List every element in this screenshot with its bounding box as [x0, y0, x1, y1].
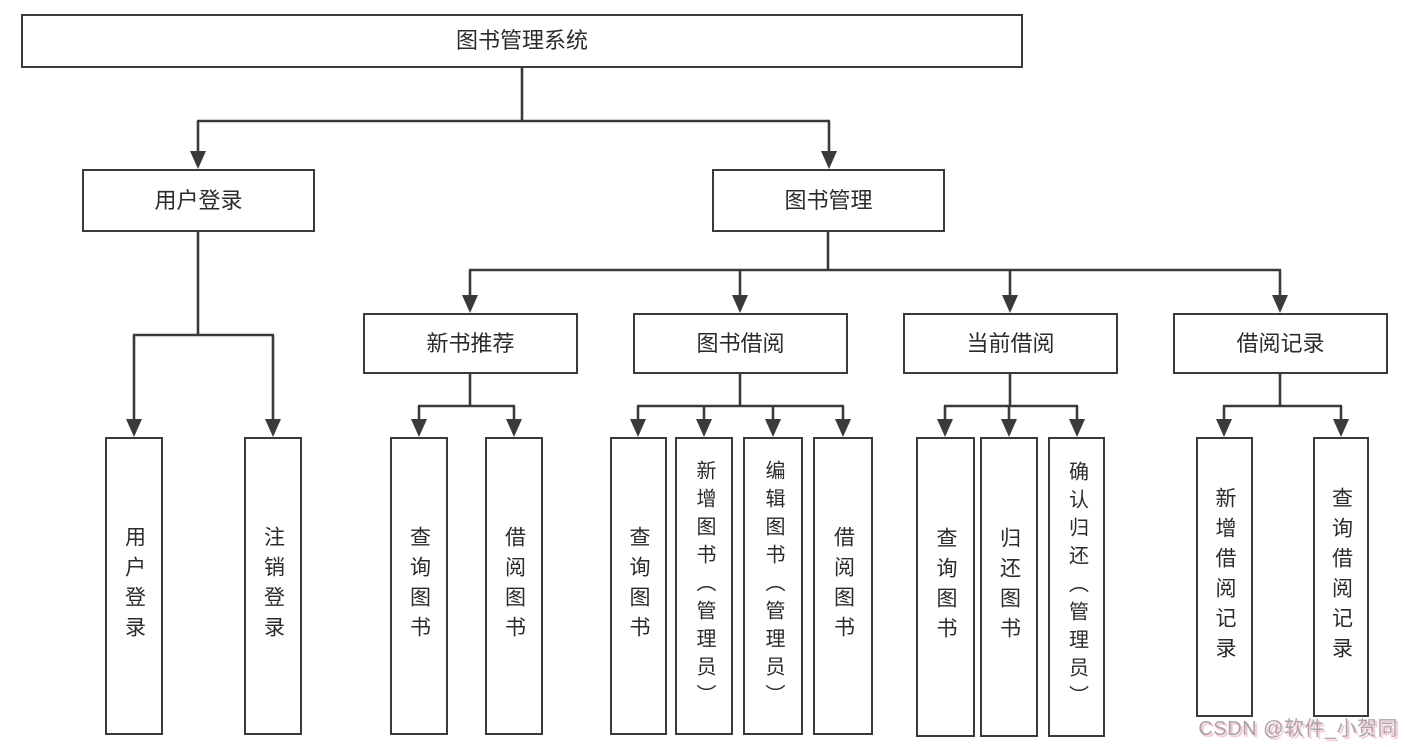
- leaf-add-book-admin: 新增图书（管理员）: [675, 437, 733, 735]
- leaf-edit-book-admin: 编辑图书（管理员）: [743, 437, 803, 735]
- leaf-query-borrow-record: 查询借阅记录: [1313, 437, 1369, 717]
- leaf-query-book-rec: 查询图书: [390, 437, 448, 735]
- leaf-confirm-return-admin: 确认归还（管理员）: [1048, 437, 1105, 737]
- node-borrow-records: 借阅记录: [1173, 313, 1388, 374]
- node-new-book-rec: 新书推荐: [363, 313, 578, 374]
- leaf-query-book-borrow: 查询图书: [610, 437, 667, 735]
- node-user-login: 用户登录: [82, 169, 315, 232]
- leaf-add-borrow-record: 新增借阅记录: [1196, 437, 1253, 717]
- leaf-borrow-book-rec: 借阅图书: [485, 437, 543, 735]
- arrowheads: [126, 151, 1349, 437]
- leaf-logout: 注销登录: [244, 437, 302, 735]
- node-book-borrow: 图书借阅: [633, 313, 848, 374]
- leaf-user-login: 用户登录: [105, 437, 163, 735]
- leaf-return-book: 归还图书: [980, 437, 1038, 737]
- node-book-mgmt: 图书管理: [712, 169, 945, 232]
- leaf-borrow-book-borrow: 借阅图书: [813, 437, 873, 735]
- node-root: 图书管理系统: [21, 14, 1023, 68]
- leaf-query-book-current: 查询图书: [916, 437, 975, 737]
- node-current-borrow: 当前借阅: [903, 313, 1118, 374]
